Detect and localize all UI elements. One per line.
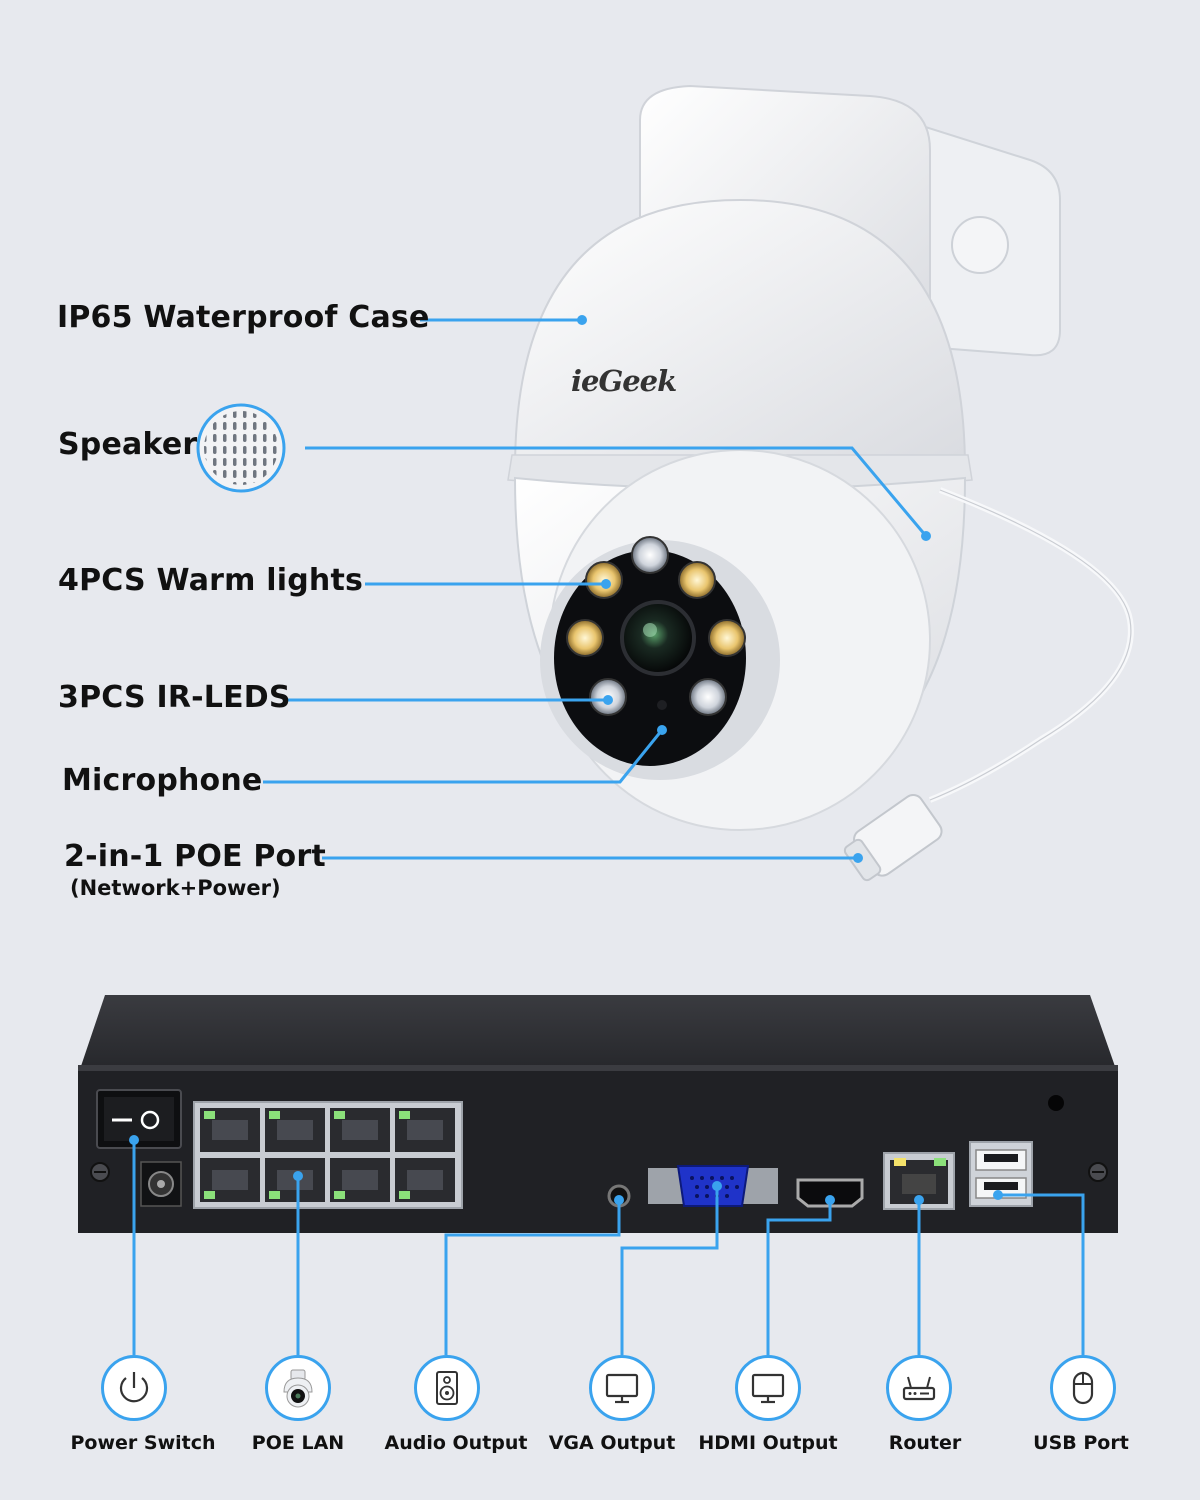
vga-monitor-icon <box>589 1355 655 1421</box>
caption-router: Router <box>888 1432 962 1454</box>
camera <box>507 84 1134 882</box>
camera-icon <box>265 1355 331 1421</box>
poe-lan-port <box>200 1108 260 1152</box>
poe-lan-port <box>200 1158 260 1202</box>
label-speaker: Speaker <box>58 427 198 462</box>
caption-vga-output: VGA Output <box>548 1432 676 1454</box>
label-microphone: Microphone <box>62 763 263 798</box>
speaker-icon <box>414 1355 480 1421</box>
poe-lan-port <box>330 1158 390 1202</box>
hdmi-monitor-icon <box>735 1355 801 1421</box>
poe-lan-port <box>265 1108 325 1152</box>
nvr-recorder <box>78 995 1118 1233</box>
camera-callout-lines <box>263 318 928 860</box>
mouse-icon <box>1050 1355 1116 1421</box>
poe-lan-port <box>395 1108 455 1152</box>
label-warm-lights: 4PCS Warm lights <box>58 563 364 598</box>
poe-lan-port <box>395 1158 455 1202</box>
poe-lan-port <box>330 1108 390 1152</box>
caption-hdmi-output: HDMI Output <box>698 1432 838 1454</box>
speaker-mesh-icon <box>196 403 286 493</box>
label-waterproof-case: IP65 Waterproof Case <box>57 300 430 335</box>
caption-poe-lan: POE LAN <box>251 1432 345 1454</box>
brand-logo: ieGeek <box>571 364 677 398</box>
caption-usb-port: USB Port <box>1033 1432 1129 1454</box>
label-ir-leds: 3PCS IR-LEDS <box>58 680 291 715</box>
caption-audio-output: Audio Output <box>384 1432 528 1454</box>
label-poe-port-sub: (Network+Power) <box>70 876 281 900</box>
power-icon <box>101 1355 167 1421</box>
router-icon <box>886 1355 952 1421</box>
caption-power-switch: Power Switch <box>70 1432 216 1454</box>
label-poe-port: 2-in-1 POE Port <box>64 839 326 874</box>
nvr-callout-lines <box>132 1140 1085 1355</box>
